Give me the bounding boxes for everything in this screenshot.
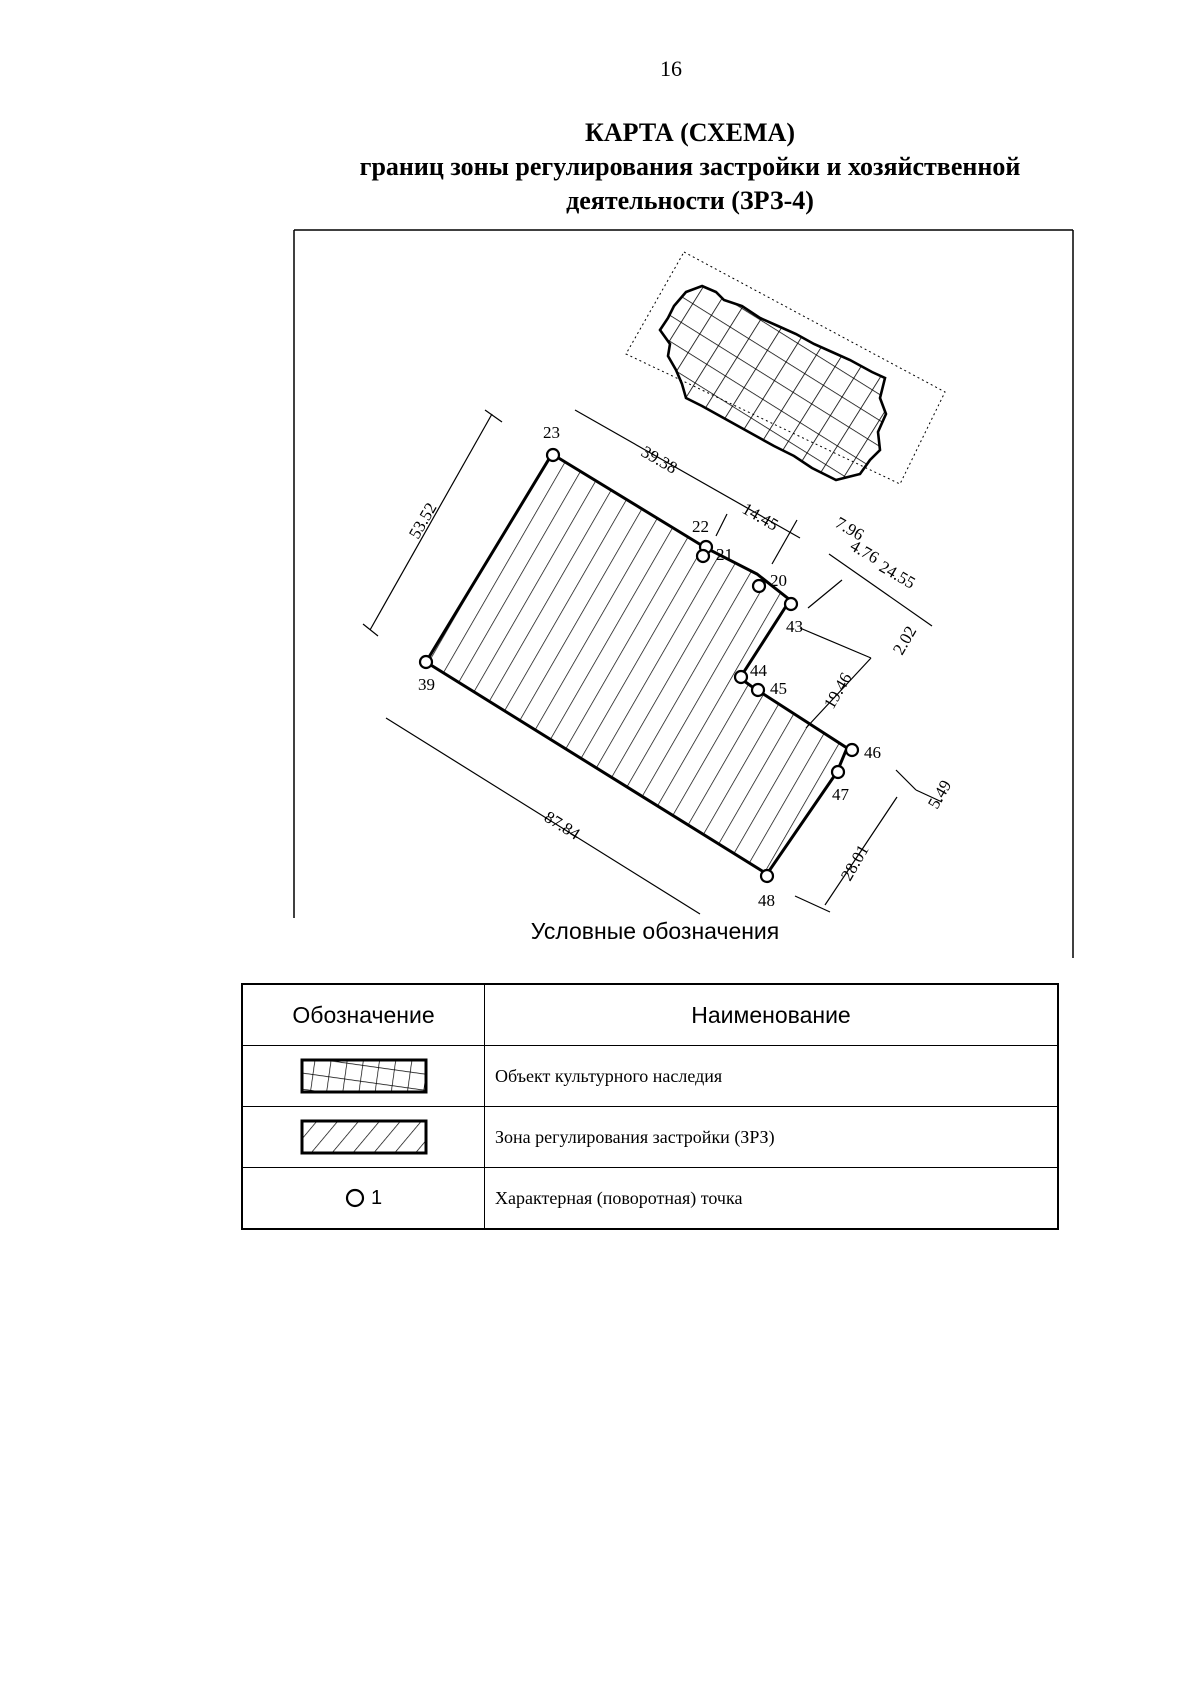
- point-label-45: 45: [770, 679, 787, 698]
- dim-label-87-84: 87.84: [541, 807, 584, 844]
- point-39: [418, 654, 434, 670]
- point-label-46: 46: [864, 743, 881, 762]
- point-20: [751, 578, 767, 594]
- dim-label-14-45: 14.45: [739, 499, 782, 535]
- dim-label-19-46: 19.46: [820, 669, 856, 712]
- point-43: [783, 596, 799, 612]
- point-45: [750, 682, 766, 698]
- dim-label-2-02: 2.02: [889, 623, 920, 658]
- map-title: КАРТА (СХЕМА): [584, 118, 795, 147]
- legend-row: Зона регулирования застройки (ЗРЗ): [241, 1106, 1059, 1168]
- map-frame: [293, 229, 1074, 958]
- legend-table: Обозначение Наименование Объект культурн…: [241, 983, 1059, 1230]
- legend-row: Объект культурного наследия: [241, 1045, 1059, 1107]
- dimension-lines: [362, 409, 943, 915]
- point-labels: 23 22 21 20 43 44 45 46 47 48 39: [418, 423, 881, 910]
- dim-label-5-49: 5.49: [924, 777, 955, 812]
- zrz-zone: [423, 451, 849, 877]
- point-47: [830, 764, 846, 780]
- zrz-zone-symbol: [300, 1119, 427, 1155]
- legend-row: 1 Характерная (поворотная) точка: [241, 1167, 1059, 1230]
- legend-name-point: Характерная (поворотная) точка: [484, 1167, 1059, 1230]
- point-44: [733, 669, 749, 685]
- point-21: [695, 548, 711, 564]
- point-label-20: 20: [770, 571, 787, 590]
- dim-label-39-38: 39.38: [638, 442, 681, 478]
- page-number: 16: [660, 56, 682, 81]
- heritage-object: [625, 251, 946, 485]
- point-label-43: 43: [786, 617, 803, 636]
- point-label-47: 47: [832, 785, 850, 804]
- legend-header-name: Наименование: [484, 983, 1059, 1046]
- turning-point-symbol: [345, 1188, 365, 1208]
- zone-map: 23 22 21 20 43 44 45 46 47 48 39 39.38 1…: [293, 229, 1074, 958]
- point-label-48: 48: [758, 891, 775, 910]
- dim-label-53-52: 53.52: [405, 499, 441, 542]
- point-label-22: 22: [692, 517, 709, 536]
- point-label-21: 21: [716, 545, 733, 564]
- map-subtitle-line2: деятельности (ЗРЗ-4): [566, 186, 814, 215]
- point-label-44: 44: [750, 661, 768, 680]
- turning-points: [418, 447, 860, 884]
- point-23: [545, 447, 561, 463]
- map-subtitle-line1: границ зоны регулирования застройки и хо…: [359, 152, 1021, 181]
- turning-point-symbol-number: 1: [370, 1186, 383, 1209]
- heritage-object-symbol: [300, 1058, 427, 1094]
- point-label-39: 39: [418, 675, 435, 694]
- legend-name-heritage: Объект культурного наследия: [484, 1045, 1059, 1107]
- dim-label-28-01: 28.01: [837, 841, 873, 884]
- dim-label-24-55: 24.55: [876, 557, 919, 593]
- point-label-23: 23: [543, 423, 560, 442]
- legend-header-row: Обозначение Наименование: [241, 983, 1059, 1046]
- point-48: [759, 868, 775, 884]
- legend-header-symbol: Обозначение: [241, 983, 485, 1046]
- point-46: [844, 742, 860, 758]
- legend-name-zrz: Зона регулирования застройки (ЗРЗ): [484, 1106, 1059, 1168]
- legend-caption: Условные обозначения: [530, 918, 780, 944]
